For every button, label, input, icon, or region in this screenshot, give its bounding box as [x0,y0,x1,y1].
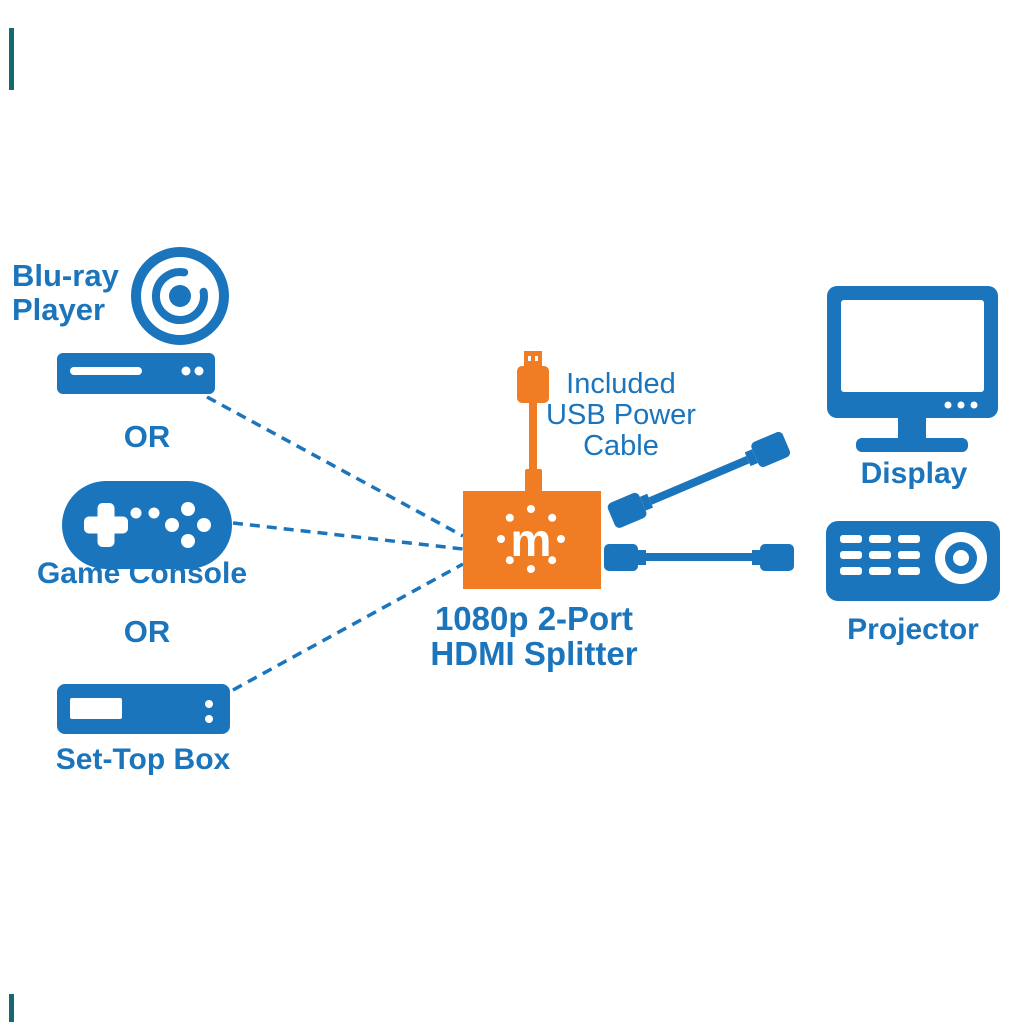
hdmi-splitter-device: m 1080p 2-Port HDMI Splitter [430,491,638,672]
usb-note-line2: USB Power [546,399,696,431]
connection-settop-to-splitter [232,562,464,692]
usb-power-cable-icon [517,351,549,493]
connection-console-to-splitter [232,521,464,551]
or-label-1: OR [124,419,171,454]
monitor-icon [827,286,998,452]
hdmi-cable-to-projector [604,544,794,571]
game-console-label: Game Console [37,557,247,590]
game-console-source: Game Console [37,481,247,590]
connection-bluray-to-splitter [206,395,464,538]
settop-box-icon [57,684,230,734]
usb-note-line1: Included [566,368,676,400]
bluray-label-line2: Player [12,292,105,327]
or-label-2: OR [124,614,171,649]
bluray-label-line1: Blu-ray [12,258,120,293]
gamepad-icon [62,481,232,569]
display-output: Display [827,286,998,490]
settop-box-source: Set-Top Box [56,684,231,776]
usb-cable-note: Included USB Power Cable [546,368,696,462]
manhattan-logo: m [497,505,565,573]
settop-box-label: Set-Top Box [56,743,231,776]
usb-note-line3: Cable [583,430,659,462]
splitter-label-line2: HDMI Splitter [430,635,637,672]
bluray-disc-icon [131,247,229,345]
projector-label: Projector [847,613,979,646]
crop-mark-top-left [9,28,14,90]
crop-mark-bottom-left [9,994,14,1022]
splitter-label-line1: 1080p 2-Port [435,600,633,637]
bluray-deck-icon [57,353,215,394]
projector-output: Projector [826,521,1000,646]
hdmi-cable-to-display [607,431,791,528]
display-label: Display [861,457,968,490]
projector-icon [826,521,1000,601]
logo-letter-m: m [511,514,552,566]
bluray-player-source: Blu-ray Player [12,247,229,394]
